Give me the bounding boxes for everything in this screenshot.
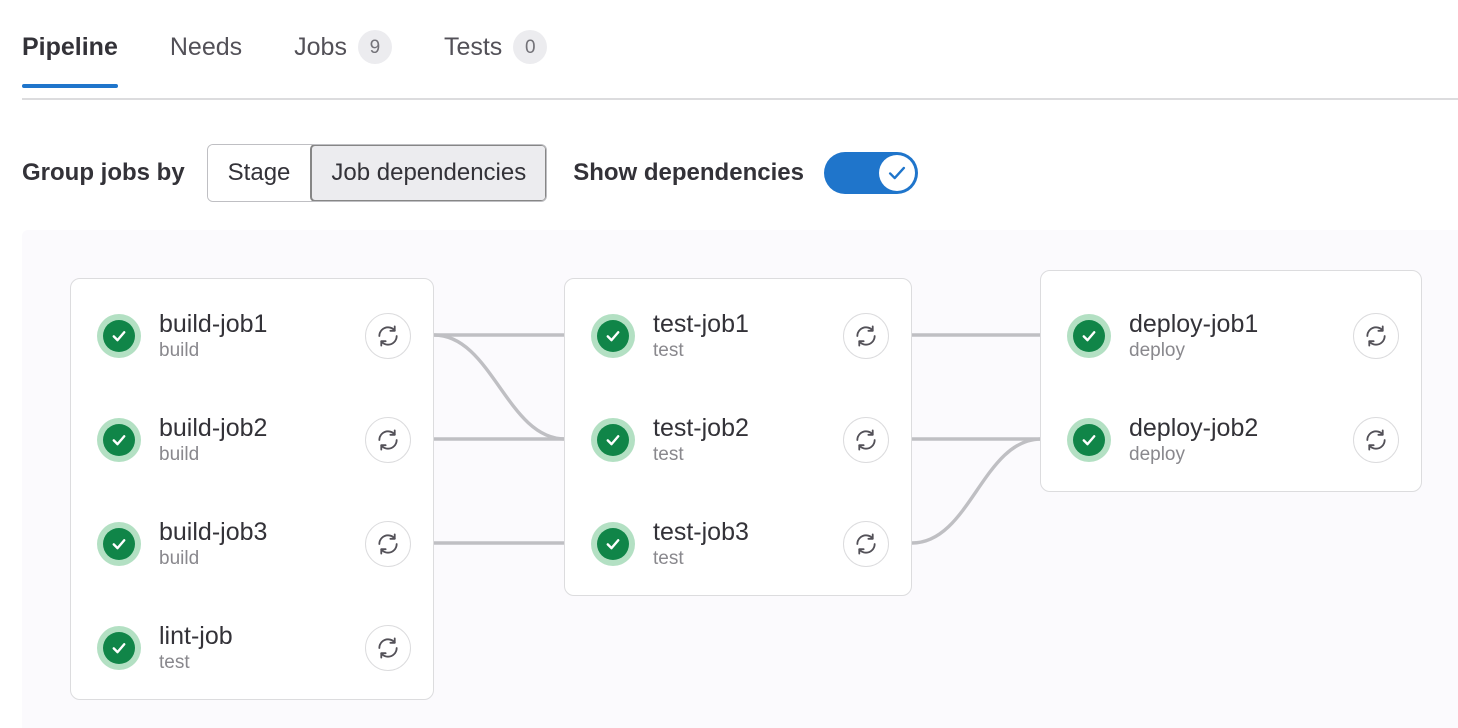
status-success-icon xyxy=(1067,418,1111,462)
test-column: test-job1 test test-job2 test xyxy=(564,278,912,596)
job-name: lint-job xyxy=(159,622,233,650)
retry-icon[interactable] xyxy=(365,625,411,671)
job-text: deploy-job2 deploy xyxy=(1129,413,1353,467)
status-success-icon xyxy=(591,418,635,462)
job-text: test-job2 test xyxy=(653,413,843,467)
tab-jobs-label: Jobs xyxy=(294,32,347,61)
show-dependencies-toggle[interactable] xyxy=(823,152,918,194)
status-success-icon xyxy=(97,522,141,566)
retry-icon[interactable] xyxy=(843,313,889,359)
pipeline-graph-canvas: build-job1 build build-job2 buil xyxy=(22,230,1458,728)
group-jobs-by-segmented-control[interactable]: Stage Job dependencies xyxy=(206,144,548,202)
job-stage: test xyxy=(159,652,190,673)
job-stage: test xyxy=(653,548,684,569)
job-text: lint-job test xyxy=(159,621,365,675)
retry-icon[interactable] xyxy=(843,417,889,463)
status-success-icon xyxy=(97,314,141,358)
retry-icon[interactable] xyxy=(365,417,411,463)
group-jobs-by-label: Group jobs by xyxy=(22,159,185,186)
job-stage: deploy xyxy=(1129,340,1185,361)
tab-jobs-badge: 9 xyxy=(357,30,392,64)
job-name: deploy-job2 xyxy=(1129,414,1259,442)
tab-bar-divider xyxy=(22,98,1458,100)
job-card-build-job1[interactable]: build-job1 build xyxy=(71,300,433,372)
retry-icon[interactable] xyxy=(365,521,411,567)
job-card-build-job3[interactable]: build-job3 build xyxy=(71,508,433,580)
job-name: build-job3 xyxy=(159,518,268,546)
tab-list: Pipeline Needs Jobs 9 Tests 0 xyxy=(22,24,548,90)
link-test-job3-deploy-job2 xyxy=(911,437,1042,545)
link-build-job1-test-job2 xyxy=(433,333,566,441)
pipeline-tab-bar: Pipeline Needs Jobs 9 Tests 0 xyxy=(0,0,1458,100)
build-column: build-job1 build build-job2 buil xyxy=(70,278,434,700)
job-text: build-job1 build xyxy=(159,309,365,363)
job-text: build-job3 build xyxy=(159,517,365,571)
job-text: deploy-job1 deploy xyxy=(1129,309,1353,363)
segment-job-dependencies-button[interactable]: Job dependencies xyxy=(310,145,547,201)
status-success-icon xyxy=(591,522,635,566)
status-success-icon xyxy=(97,418,141,462)
check-icon xyxy=(888,166,906,180)
job-name: deploy-job1 xyxy=(1129,310,1259,338)
toggle-knob xyxy=(878,155,915,191)
job-name: test-job3 xyxy=(653,518,749,546)
graph-controls: Group jobs by Stage Job dependencies Sho… xyxy=(22,142,918,204)
job-stage: deploy xyxy=(1129,444,1185,465)
tab-jobs[interactable]: Jobs 9 xyxy=(294,24,392,90)
show-dependencies-label: Show dependencies xyxy=(573,159,804,186)
tab-pipeline[interactable]: Pipeline xyxy=(22,27,118,88)
tab-needs[interactable]: Needs xyxy=(170,27,242,88)
job-stage: test xyxy=(653,340,684,361)
job-stage: build xyxy=(159,444,200,465)
tab-needs-label: Needs xyxy=(169,32,243,61)
job-card-deploy-job2[interactable]: deploy-job2 deploy xyxy=(1041,404,1421,476)
segment-stage-button[interactable]: Stage xyxy=(207,145,311,201)
job-card-test-job3[interactable]: test-job3 test xyxy=(565,508,911,580)
job-name: build-job1 xyxy=(159,310,268,338)
status-success-icon xyxy=(97,626,141,670)
retry-icon[interactable] xyxy=(843,521,889,567)
tab-pipeline-label: Pipeline xyxy=(22,32,118,61)
job-card-test-job2[interactable]: test-job2 test xyxy=(565,404,911,476)
job-card-test-job1[interactable]: test-job1 test xyxy=(565,300,911,372)
status-success-icon xyxy=(591,314,635,358)
retry-icon[interactable] xyxy=(1353,313,1399,359)
job-card-build-job2[interactable]: build-job2 build xyxy=(71,404,433,476)
job-stage: build xyxy=(159,340,200,361)
job-text: build-job2 build xyxy=(159,413,365,467)
tab-tests[interactable]: Tests 0 xyxy=(443,24,548,90)
tab-tests-badge: 0 xyxy=(513,30,548,64)
job-stage: build xyxy=(159,548,200,569)
job-card-deploy-job1[interactable]: deploy-job1 deploy xyxy=(1041,300,1421,372)
tab-tests-label: Tests xyxy=(443,32,503,61)
status-success-icon xyxy=(1067,314,1111,358)
job-name: test-job2 xyxy=(653,414,749,442)
job-name: test-job1 xyxy=(653,310,749,338)
retry-icon[interactable] xyxy=(1353,417,1399,463)
job-text: test-job1 test xyxy=(653,309,843,363)
job-card-lint-job[interactable]: lint-job test xyxy=(71,612,433,684)
deploy-column: deploy-job1 deploy deploy-job2 d xyxy=(1040,270,1422,492)
job-text: test-job3 test xyxy=(653,517,843,571)
job-stage: test xyxy=(653,444,684,465)
retry-icon[interactable] xyxy=(365,313,411,359)
job-name: build-job2 xyxy=(159,414,268,442)
